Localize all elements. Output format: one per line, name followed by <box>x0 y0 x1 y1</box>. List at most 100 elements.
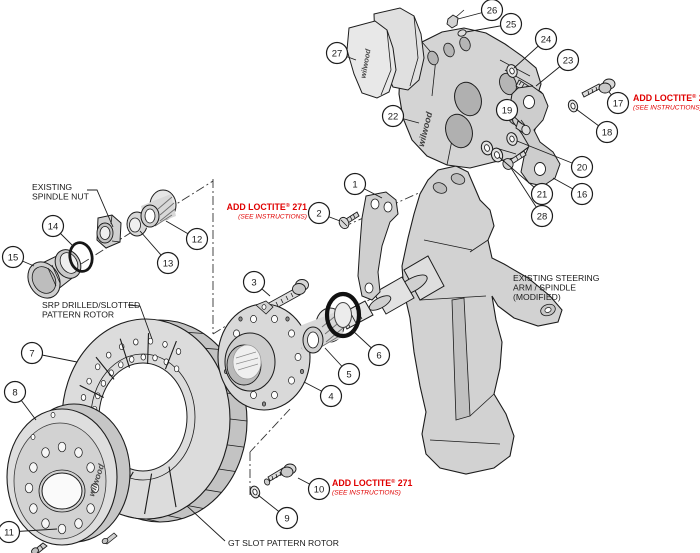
callout-circle-19 <box>495 98 519 122</box>
pattern-hole <box>74 518 83 529</box>
callout-number-28: 28 <box>537 211 548 222</box>
loctite-sub-left: (SEE INSTRUCTIONS) <box>238 213 307 220</box>
rotor-drill-hole <box>106 351 112 359</box>
callout-number-8: 8 <box>12 387 17 398</box>
pattern-hole <box>74 447 83 458</box>
pattern-hole <box>285 316 290 322</box>
pattern-hole <box>261 401 267 407</box>
callout-circle-2 <box>307 201 331 225</box>
loctite-title-right: ADD LOCTITE® 271 <box>633 93 700 103</box>
callout-number-23: 23 <box>563 55 574 66</box>
callout-number-16: 16 <box>577 189 588 200</box>
callout-number-5: 5 <box>346 369 351 380</box>
callout-circle-18 <box>595 120 619 144</box>
callout-14: 14 <box>41 214 75 248</box>
bracket-washer <box>567 99 579 113</box>
rotor-edge-vanes <box>124 332 248 523</box>
callout-number-2: 2 <box>316 208 321 219</box>
pattern-hole <box>29 503 38 514</box>
pattern-hole <box>86 503 95 514</box>
pattern-hole <box>250 315 257 323</box>
rotor-slot <box>95 356 115 380</box>
brake-pad-front: wilwood <box>346 20 397 99</box>
loctite-sub-right: (SEE INSTRUCTIONS) <box>633 104 700 111</box>
callout-number-3: 3 <box>251 277 256 288</box>
rotor-vane <box>205 489 222 493</box>
bracket-lower-bolt <box>502 150 527 170</box>
hat-bolt-holes <box>24 441 100 535</box>
rotor-drill-hole <box>133 338 139 346</box>
callout-circle-3 <box>242 270 266 294</box>
callout-circle-8 <box>3 380 27 404</box>
callout-16: 16 <box>552 177 594 206</box>
callout-number-21: 21 <box>537 189 548 200</box>
callout-20: 20 <box>516 140 594 179</box>
callout-10: 10 <box>297 477 331 501</box>
shim-washer-single <box>506 132 518 146</box>
pattern-hole <box>24 482 34 494</box>
callout-number-26: 26 <box>487 5 498 16</box>
rotor-drill-hole <box>162 341 168 348</box>
pattern-hole <box>299 369 305 374</box>
callout-12: 12 <box>165 220 209 251</box>
rotor-slot <box>147 333 150 365</box>
wheel-stud-installed <box>101 532 118 545</box>
callout-7: 7 <box>20 341 78 365</box>
wheel-stud <box>31 542 48 553</box>
callout-13: 13 <box>139 230 180 275</box>
rotor-drill-hole <box>118 361 124 369</box>
callout-19: 19 <box>495 98 523 125</box>
loctite-title-left: ADD LOCTITE® 271 <box>227 202 307 212</box>
callout-25: 25 <box>465 12 523 36</box>
callout-5: 5 <box>324 347 361 386</box>
callout-circle-13 <box>156 251 180 275</box>
axis-lower-diagonal <box>249 408 291 453</box>
callout-6: 6 <box>351 329 391 367</box>
callout-28: 28 <box>510 167 554 228</box>
hub <box>217 300 316 411</box>
pattern-hole <box>238 316 243 322</box>
pattern-hole <box>288 329 295 338</box>
rotor-slot <box>79 384 104 398</box>
outer-bearing <box>140 189 177 228</box>
callout-circle-26 <box>480 0 504 22</box>
rotor-drill-hole <box>95 363 101 371</box>
callout-23: 23 <box>535 48 580 87</box>
callout-circle-23 <box>556 48 580 72</box>
spindle-nut <box>96 214 122 249</box>
callout-number-10: 10 <box>314 484 325 495</box>
o-ring <box>68 241 94 273</box>
callout-1: 1 <box>343 172 383 199</box>
rotor-slot <box>119 338 131 368</box>
callout-number-25: 25 <box>506 19 517 30</box>
callout-circle-5 <box>337 362 361 386</box>
callout-circle-27 <box>325 41 349 65</box>
loctite-sub-bottom: (SEE INSTRUCTIONS) <box>332 489 401 496</box>
pattern-hole <box>294 353 302 361</box>
label-gt-rotor: GT SLOT PATTERN ROTOR <box>228 538 339 548</box>
callout-circle-12 <box>185 227 209 251</box>
callout-circle-20 <box>570 155 594 179</box>
callout-4: 4 <box>303 381 343 408</box>
callout-circle-11 <box>0 520 21 544</box>
loctite-note-left: ADD LOCTITE® 271(SEE INSTRUCTIONS) <box>227 202 307 220</box>
callout-number-15: 15 <box>8 252 19 263</box>
bracket-bolt <box>338 211 360 230</box>
radius-mount-bracket <box>357 191 399 301</box>
rotor-drill-hole <box>175 348 182 355</box>
rotor-drill-hole <box>129 356 135 363</box>
callout-circle-4 <box>319 384 343 408</box>
rotor-bolt-washer <box>249 485 261 499</box>
rotor-drill-hole <box>100 380 107 387</box>
pattern-hole <box>271 315 278 323</box>
callout-27: 27 <box>325 41 357 65</box>
hat-rim-hole <box>50 412 56 418</box>
rotor-slot <box>144 473 153 515</box>
callout-number-18: 18 <box>602 127 613 138</box>
callout-2: 2 <box>307 201 341 225</box>
pattern-hole <box>250 391 257 399</box>
callout-number-14: 14 <box>48 221 59 232</box>
callout-number-20: 20 <box>577 162 588 173</box>
